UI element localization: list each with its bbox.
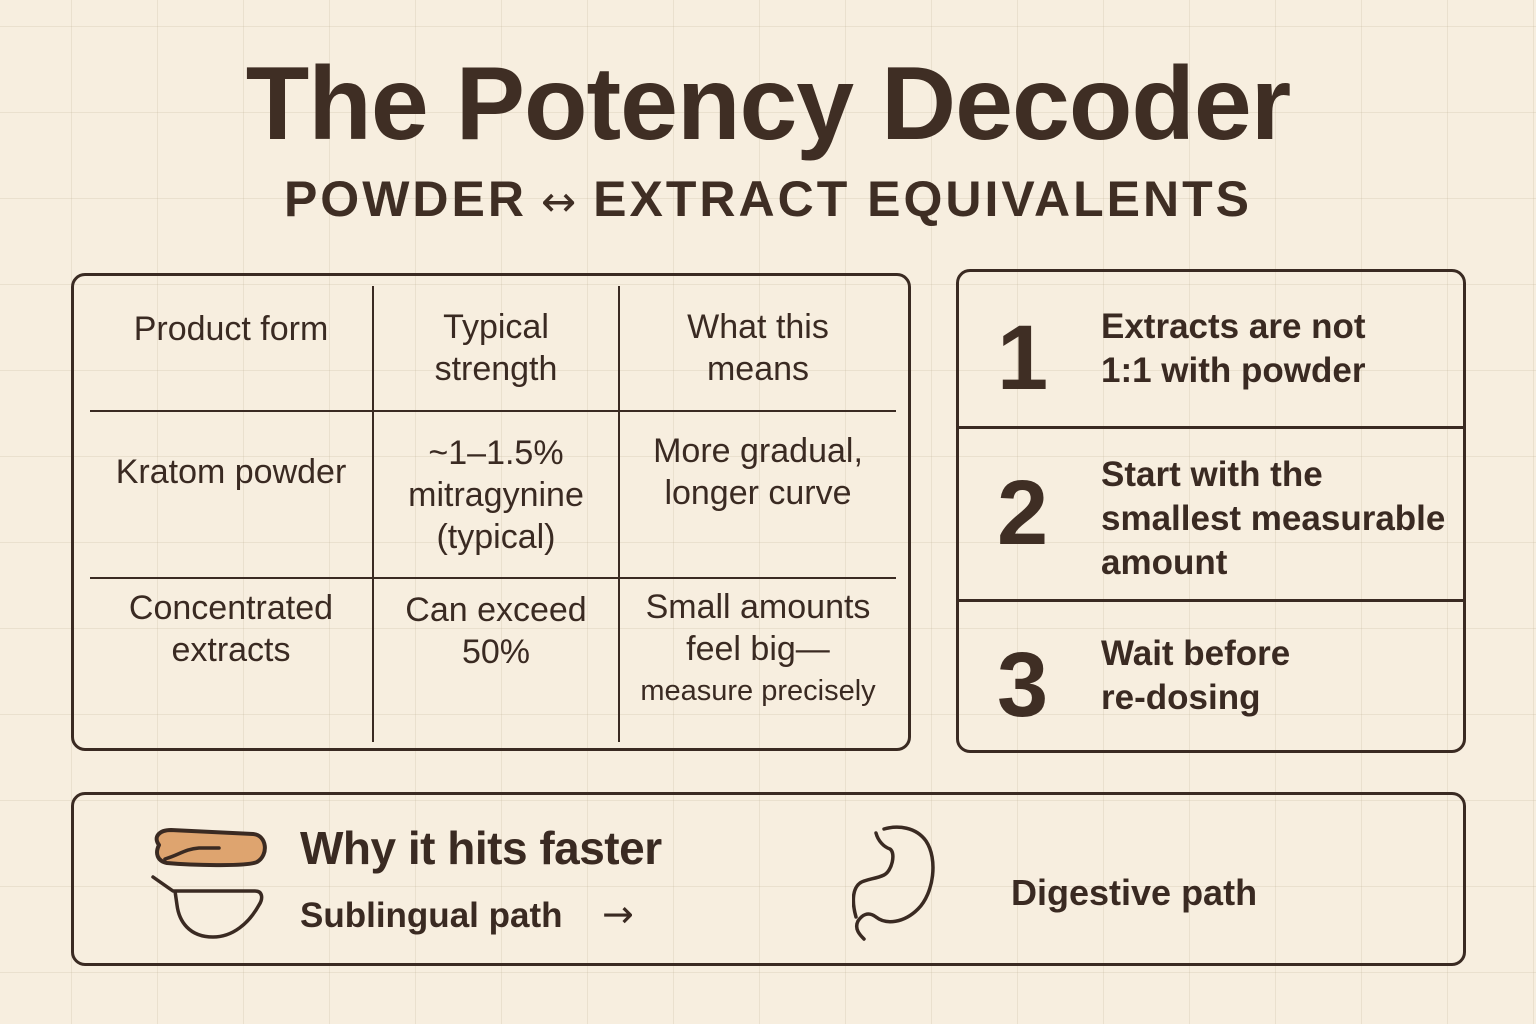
arrow-right-icon: → — [602, 892, 634, 936]
header-text: Product form — [133, 310, 329, 348]
step-number: 1 — [997, 307, 1049, 409]
step-divider — [959, 426, 1463, 429]
cell-text: mitragynine — [408, 475, 584, 514]
tongue-mouth-icon — [151, 828, 267, 939]
step-text: Start with the smallest measurable amoun… — [1101, 453, 1445, 585]
cell-text: longer curve — [664, 474, 852, 512]
table-cell-what-this-means: More gradual, longer curve — [620, 412, 896, 532]
table-cell-product-form: Concentrated extracts — [90, 579, 372, 679]
header-text: strength — [434, 350, 558, 388]
step-line: 1:1 with powder — [1101, 351, 1366, 390]
table-divider — [372, 286, 374, 742]
cell-text: (typical) — [436, 517, 556, 556]
steps-panel: 1 Extracts are not 1:1 with powder 2 Sta… — [956, 269, 1466, 753]
cell-text: extracts — [171, 631, 291, 669]
table-cell-what-this-means: Small amounts feel big— measure precisel… — [620, 586, 896, 726]
subtitle-extract: EXTRACT EQUIVALENTS — [593, 171, 1253, 227]
sublingual-label: Sublingual path — [300, 896, 563, 935]
column-header-product-form: Product form — [90, 286, 372, 410]
cell-text: Concentrated — [128, 589, 334, 627]
comparison-table: Product form Typical strength What this … — [71, 273, 911, 751]
header-text: means — [706, 350, 810, 388]
header-text: What this — [687, 308, 829, 346]
subtitle-powder: POWDER — [283, 171, 527, 227]
cell-text: ~1–1.5% — [428, 433, 564, 472]
cell-text: feel big— — [686, 630, 830, 668]
column-header-what-this-means: What this means — [620, 286, 896, 410]
table-cell-product-form: Kratom powder — [90, 412, 372, 532]
table-divider — [90, 577, 896, 579]
step-number: 2 — [997, 462, 1049, 564]
step-text: Wait before re-dosing — [1101, 632, 1290, 720]
cell-text: measure precisely — [640, 675, 876, 707]
header-text: Typical — [443, 308, 549, 346]
step-text: Extracts are not 1:1 with powder — [1101, 305, 1366, 393]
cell-text: 50% — [461, 633, 531, 671]
step-number: 3 — [997, 634, 1049, 736]
step-line: Start with the — [1101, 455, 1323, 494]
page-title: The Potency Decoder — [245, 46, 1291, 162]
step-line: Wait before — [1101, 634, 1291, 673]
why-title: Why it hits faster — [300, 822, 662, 874]
cell-text: Can exceed — [405, 591, 587, 629]
step-2: 2 Start with the smallest measurable amo… — [959, 429, 1463, 599]
cell-text: More gradual, — [653, 432, 863, 470]
table-cell-typical-strength: Can exceed 50% — [374, 579, 618, 683]
step-line: re-dosing — [1101, 678, 1261, 717]
step-3: 3 Wait before re-dosing — [959, 602, 1463, 750]
table-divider — [618, 286, 620, 742]
table-cell-typical-strength: ~1–1.5% mitragynine (typical) — [374, 412, 618, 577]
step-divider — [959, 599, 1463, 602]
cell-text: Small amounts — [645, 588, 871, 626]
absorption-panel: Why it hits faster Sublingual path → Dig… — [71, 792, 1466, 966]
step-1: 1 Extracts are not 1:1 with powder — [959, 272, 1463, 426]
stomach-icon — [852, 825, 935, 941]
step-line: amount — [1101, 543, 1228, 582]
digestive-label: Digestive path — [1011, 872, 1258, 913]
double-arrow-icon: ↔ — [540, 177, 580, 226]
cell-text: Kratom powder — [115, 453, 347, 491]
page-subtitle: POWDER ↔ EXTRACT EQUIVALENTS — [0, 174, 1536, 224]
table-divider — [90, 410, 896, 412]
step-line: Extracts are not — [1101, 307, 1366, 346]
step-line: smallest measurable — [1101, 499, 1446, 538]
column-header-typical-strength: Typical strength — [374, 286, 618, 410]
